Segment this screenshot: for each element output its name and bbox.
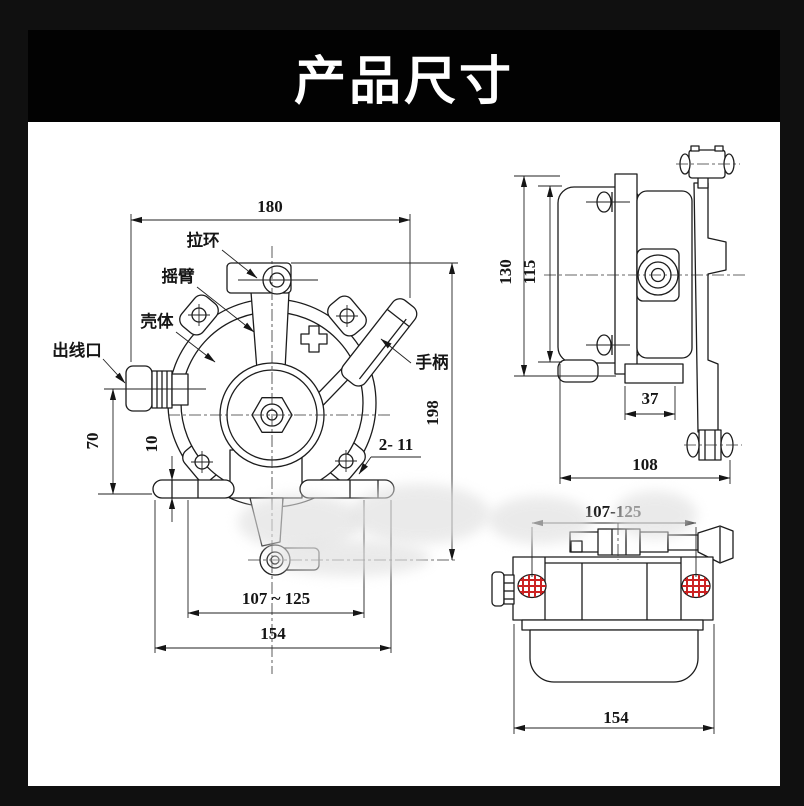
ear-holes	[188, 304, 358, 473]
label-outlet: 出线口	[52, 340, 102, 360]
mount-hole-right	[681, 573, 711, 599]
rocker-arm	[250, 291, 290, 371]
dim-depth: 108	[632, 455, 658, 474]
dim-overall-height: 198	[423, 400, 442, 426]
dimension-drawing: 180 198 70 10 2- 11 107 ~ 125	[52, 145, 748, 734]
cable-gland	[125, 365, 189, 412]
top-view: 107-125 154	[491, 502, 734, 734]
dim-plate-height: 130	[496, 259, 515, 285]
dim-overall-width: 180	[257, 197, 283, 216]
label-handle: 手柄	[416, 352, 449, 372]
front-dimensions: 180 198 70 10 2- 11 107 ~ 125	[83, 197, 458, 653]
label-pull-ring: 拉环	[187, 230, 220, 250]
watermark	[238, 484, 697, 576]
title-band: 产品尺寸	[28, 30, 780, 122]
dim-top-width: 154	[603, 708, 629, 727]
cover-top	[529, 629, 699, 683]
page-title: 产品尺寸	[293, 51, 514, 112]
handle-body	[340, 298, 418, 387]
side-view: 130 115 37 108	[496, 145, 748, 484]
drawing-canvas: 180 198 70 10 2- 11 107 ~ 125	[28, 122, 780, 786]
dim-outlet-height: 70	[83, 433, 102, 450]
side-dimensions: 130 115 37 108	[496, 175, 731, 484]
side-foot	[557, 359, 599, 383]
handle-knob	[697, 525, 734, 564]
cover-screw-bottom	[586, 334, 630, 356]
dim-hole-span: 107 ~ 125	[242, 589, 310, 608]
foot-left	[152, 479, 235, 499]
dim-base-width: 154	[260, 624, 286, 643]
side-step	[624, 363, 684, 384]
side-lever	[693, 182, 727, 433]
front-view: 180 198 70 10 2- 11 107 ~ 125	[52, 197, 458, 674]
label-rocker-arm: 摇臂	[162, 266, 196, 286]
front-labels: 拉环 摇臂 壳体 出线口 手柄	[52, 230, 449, 384]
flange-plate	[521, 619, 704, 631]
dim-cover-height: 115	[520, 260, 539, 285]
dim-foot-thickness: 10	[142, 436, 161, 453]
cover-screw-top	[586, 191, 630, 213]
dim-step-width: 37	[642, 389, 660, 408]
label-housing: 壳体	[140, 311, 175, 331]
side-flange	[614, 173, 638, 375]
cross-boss	[300, 325, 328, 353]
dim-mount-holes: 2- 11	[379, 435, 413, 454]
